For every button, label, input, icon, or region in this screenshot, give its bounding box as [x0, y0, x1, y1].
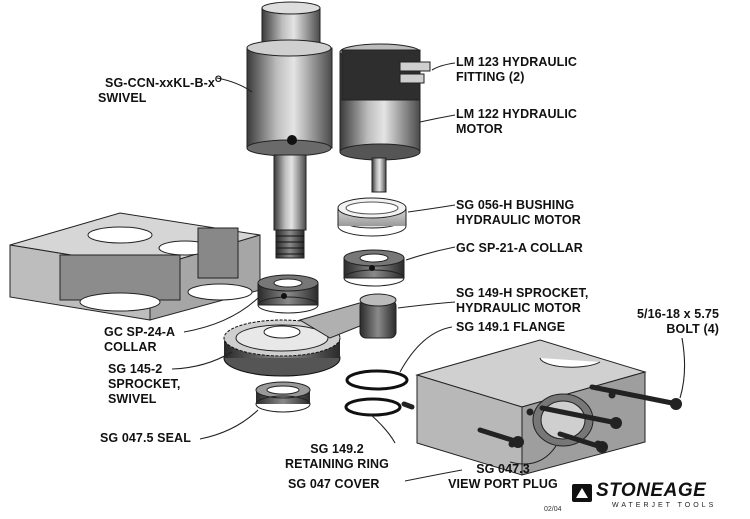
swivel-part — [246, 1, 333, 259]
date-code: 02/04 — [544, 506, 562, 513]
callout-fitting: LM 123 HYDRAULIC FITTING (2) — [456, 55, 577, 85]
cover-part — [415, 339, 647, 476]
callout-bolt-line1: 5/16-18 x 5.75 — [637, 307, 720, 321]
callout-flange: SG 149.1 FLANGE — [456, 320, 566, 334]
callout-sprocket-motor-line2: HYDRAULIC MOTOR — [456, 301, 581, 315]
retaining-ring — [344, 397, 402, 417]
callout-sprocket-swivel: SG 145-2 SPROCKET, SWIVEL — [108, 362, 180, 407]
callout-bolt: 5/16-18 x 5.75 BOLT (4) — [637, 307, 719, 337]
callout-sprocket-swivel-line2: SPROCKET, — [108, 377, 181, 391]
callout-collar-24: GC SP-24-A COLLAR — [104, 325, 175, 355]
callout-swivel: SG-CCN-xxKL-B-xO SWIVEL — [60, 72, 222, 106]
callout-fitting-line2: FITTING (2) — [456, 70, 525, 84]
brand-name: STONEAGE — [596, 480, 707, 501]
callout-bolt-line2: BOLT (4) — [666, 322, 720, 336]
callout-bushing-line2: HYDRAULIC MOTOR — [456, 213, 581, 227]
callout-swivel-superscript: O — [214, 74, 222, 84]
callout-retaining-ring-line2: RETAINING RING — [285, 457, 389, 471]
leader-lines — [171, 62, 686, 482]
callout-bushing: SG 056-H BUSHING HYDRAULIC MOTOR — [456, 198, 581, 228]
callout-view-port-line1: SG 047.3 — [476, 462, 530, 476]
brand-logo: STONEAGE WATERJET TOOLS 02/04 — [544, 480, 742, 514]
callout-motor-line1: LM 122 HYDRAULIC — [456, 107, 578, 121]
callout-motor: LM 122 HYDRAULIC MOTOR — [456, 107, 577, 137]
bushing-part — [337, 197, 407, 237]
callout-bushing-line1: SG 056-H BUSHING — [456, 198, 575, 212]
brand-tagline: WATERJET TOOLS — [612, 502, 717, 509]
callout-collar-24-line1: GC SP-24-A — [104, 325, 176, 339]
callout-retaining-ring-line1: SG 149.2 — [310, 442, 364, 456]
callout-view-port: SG 047.3 VIEW PORT PLUG — [438, 462, 568, 492]
hydraulic-motor-part — [339, 43, 431, 193]
callout-sprocket-motor-line1: SG 149-H SPROCKET, — [456, 286, 589, 300]
callout-seal: SG 047.5 SEAL — [100, 431, 191, 445]
callout-sprocket-swivel-line1: SG 145-2 — [108, 362, 163, 376]
collar-24-part — [257, 274, 319, 314]
collar-21-part — [343, 249, 405, 287]
callout-collar-24-line2: COLLAR — [104, 340, 157, 354]
logo-mark-icon — [572, 484, 592, 502]
callout-sprocket-swivel-line3: SWIVEL — [108, 392, 157, 406]
sprocket-part — [223, 293, 397, 377]
callout-view-port-line2: VIEW PORT PLUG — [448, 477, 558, 491]
flange-ring — [345, 369, 409, 391]
callout-fitting-line1: LM 123 HYDRAULIC — [456, 55, 578, 69]
callout-retaining-ring: SG 149.2 RETAINING RING — [272, 442, 402, 472]
seal-part — [255, 381, 311, 413]
callout-motor-line2: MOTOR — [456, 122, 503, 136]
manifold-block-part — [9, 212, 261, 321]
callout-sprocket-motor: SG 149-H SPROCKET, HYDRAULIC MOTOR — [456, 286, 588, 316]
callout-swivel-line1: SG-CCN-xxKL-B-x — [105, 76, 215, 91]
callout-collar-21: GC SP-21-A COLLAR — [456, 241, 583, 255]
bolts-part — [401, 384, 675, 449]
callout-swivel-line2: SWIVEL — [98, 91, 147, 106]
callout-cover: SG 047 COVER — [288, 477, 380, 491]
